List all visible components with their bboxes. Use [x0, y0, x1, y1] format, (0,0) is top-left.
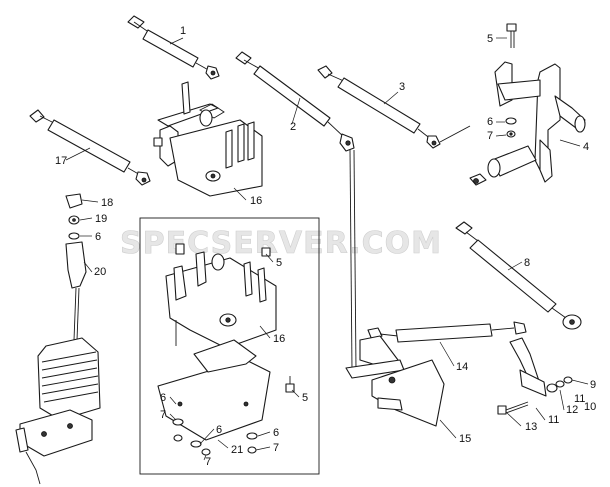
linkage-small [497, 337, 573, 415]
callout-c6e: 6 [273, 427, 279, 439]
callout-c6a: 6 [487, 116, 493, 128]
callout-c16a: 16 [250, 195, 262, 207]
callout-c7d: 7 [273, 442, 279, 454]
inset-fasteners [172, 418, 258, 456]
callout-c7a: 7 [487, 130, 493, 142]
part-21-base-plate [157, 339, 295, 441]
part-1-cable [127, 15, 220, 80]
callout-c3: 3 [399, 81, 405, 93]
callout-c21: 21 [231, 444, 243, 456]
part-8-cable [455, 221, 582, 330]
callout-c5b: 5 [276, 257, 282, 269]
part-17-cable [29, 109, 151, 186]
callout-c6c: 6 [160, 392, 166, 404]
part-18-knob-cap [65, 193, 83, 209]
part-2-cable [235, 51, 355, 152]
inset-frame [139, 217, 320, 475]
part-5-bolt-top [506, 23, 517, 48]
callout-c1: 1 [180, 25, 186, 37]
callout-c12: 12 [566, 404, 578, 416]
callout-c10: 10 [584, 401, 596, 413]
part-6-washer-knob [68, 232, 80, 240]
callout-c7c: 7 [205, 456, 211, 468]
part-3-cable [317, 65, 471, 149]
callout-c17: 17 [55, 155, 67, 167]
leader-lines [65, 37, 589, 461]
callout-c9: 9 [590, 379, 596, 391]
callout-c6d: 6 [216, 424, 222, 436]
shifter-tower [15, 337, 101, 485]
callout-c5c: 5 [302, 392, 308, 404]
callout-c8: 8 [524, 257, 530, 269]
callout-c2: 2 [290, 121, 296, 133]
part-16-bracket-upper [153, 81, 263, 197]
part-4-support [469, 61, 586, 186]
part-14-damper [367, 321, 527, 343]
callout-c6b: 6 [95, 231, 101, 243]
callout-c19: 19 [95, 213, 107, 225]
part-19-washer [68, 215, 80, 225]
callout-c13: 13 [525, 421, 537, 433]
callout-c11a: 11 [574, 393, 585, 405]
callout-c16b: 16 [273, 333, 285, 345]
callout-c20: 20 [94, 266, 106, 278]
part-16-bracket-lower [165, 243, 277, 349]
nut-7-top [506, 130, 516, 138]
callout-c11b: 11 [548, 414, 559, 426]
part-20-shift-lever [65, 241, 87, 341]
watermark-text: SPECSERVER.COM [120, 226, 442, 261]
callout-c15: 15 [459, 433, 471, 445]
callout-labels: 1234567891011111213141516161718196206776… [55, 25, 596, 468]
callout-c14: 14 [456, 361, 468, 373]
part-15-lever-bracket [345, 335, 445, 427]
washer-6-top [505, 117, 517, 125]
callout-c7b: 7 [160, 409, 166, 421]
vertical-rod [349, 149, 353, 371]
callout-c5a: 5 [487, 33, 493, 45]
callout-c18: 18 [101, 197, 113, 209]
callout-c4: 4 [583, 141, 589, 153]
